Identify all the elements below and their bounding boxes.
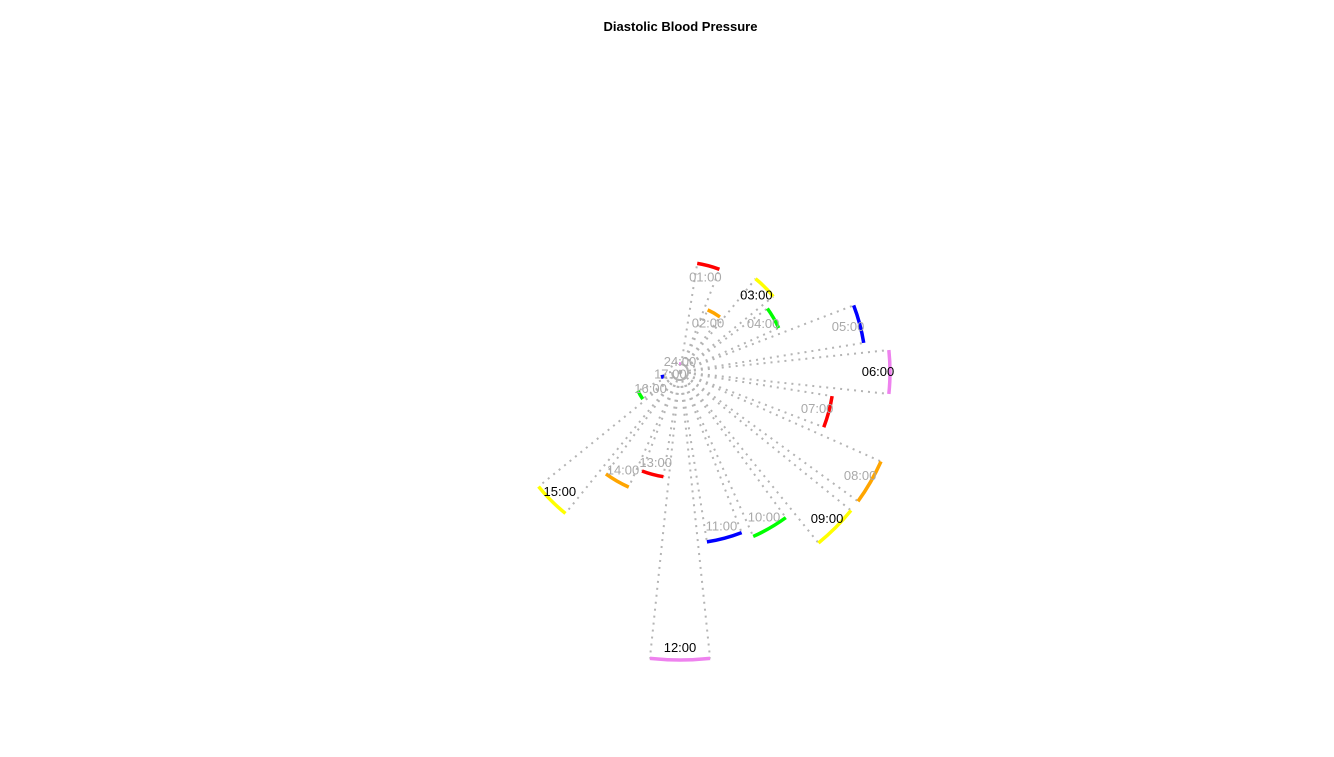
ray-1700-end [662,371,681,376]
ray-0200-start [679,309,709,373]
hour-label-1100: 11:00 [706,519,738,534]
arc-1200 [649,656,711,662]
arc-0800 [856,460,883,503]
center-ring [669,361,691,383]
arc-1700 [660,374,665,380]
ray-0600-end [679,371,889,395]
ray-1000-start [679,371,787,519]
ray-1100-end [679,371,708,543]
arc-0700 [822,395,834,428]
hour-label-0100: 01:00 [689,269,722,284]
hour-label-0200: 02:00 [692,316,725,331]
hour-label-0600: 06:00 [862,364,895,379]
hour-label-0400: 04:00 [747,316,780,331]
hour-label-1300: 13:00 [639,455,672,470]
hour-label-1200: 12:00 [664,640,697,655]
ray-1400-end [605,371,681,475]
arc-0600 [887,349,892,395]
ray-0900-start [679,371,852,512]
arc-1600 [636,389,645,401]
hour-label-0700: 07:00 [801,401,834,416]
hour-label-0500: 05:00 [832,319,865,334]
ray-1500-start [564,371,681,515]
arc-0400 [765,307,781,329]
arc-1300 [641,469,664,479]
ray-0100-start [679,263,699,373]
ray-0700-start [679,371,833,398]
arc-layer [537,261,892,662]
ray-1600-start [642,371,681,400]
arc-0900 [817,509,853,545]
arc-0100 [696,261,721,271]
hour-label-0800: 08:00 [844,468,877,483]
ray-0600-start [679,349,889,373]
arc-0500 [852,304,866,344]
ray-0100-end [679,268,721,373]
hour-label-1400: 14:00 [607,463,640,478]
ray-0800-end [679,371,859,503]
hour-label-1600: 16:00 [634,381,667,396]
ray-1100-start [679,371,743,533]
ray-0800-start [679,371,882,463]
arc-1500 [537,485,567,515]
ray-layer [537,263,889,659]
arc-0200 [706,308,721,319]
hour-label-1700: 17:00 [654,367,687,382]
ray-2400-end [679,363,682,373]
chart-title: Diastolic Blood Pressure [603,19,758,34]
ray-1700-start [662,371,681,380]
ray-0500-start [679,304,855,373]
ray-0500-end [679,341,864,373]
hour-label-0300: 03:00 [740,288,773,303]
hour-label-0900: 09:00 [811,511,844,526]
ray-1200-end [648,371,681,659]
ray-1400-start [627,371,681,488]
ray-0200-end [679,316,721,373]
label-layer: 01:00 02:00 03:00 04:00 05:00 06:00 07:00 08:00… [544,269,895,655]
arc-1100 [706,530,743,544]
arc-1400 [604,472,630,489]
hour-label-1500: 15:00 [544,484,577,499]
ray-1000-end [679,371,755,537]
arc-0300 [754,277,775,298]
ray-0900-end [679,371,820,544]
hour-label-1000: 10:00 [748,509,781,524]
arc-1000 [752,516,787,539]
ray-1500-end [537,371,681,488]
hour-label-2400: 24:00 [664,354,697,369]
ray-1200-start [679,371,712,659]
